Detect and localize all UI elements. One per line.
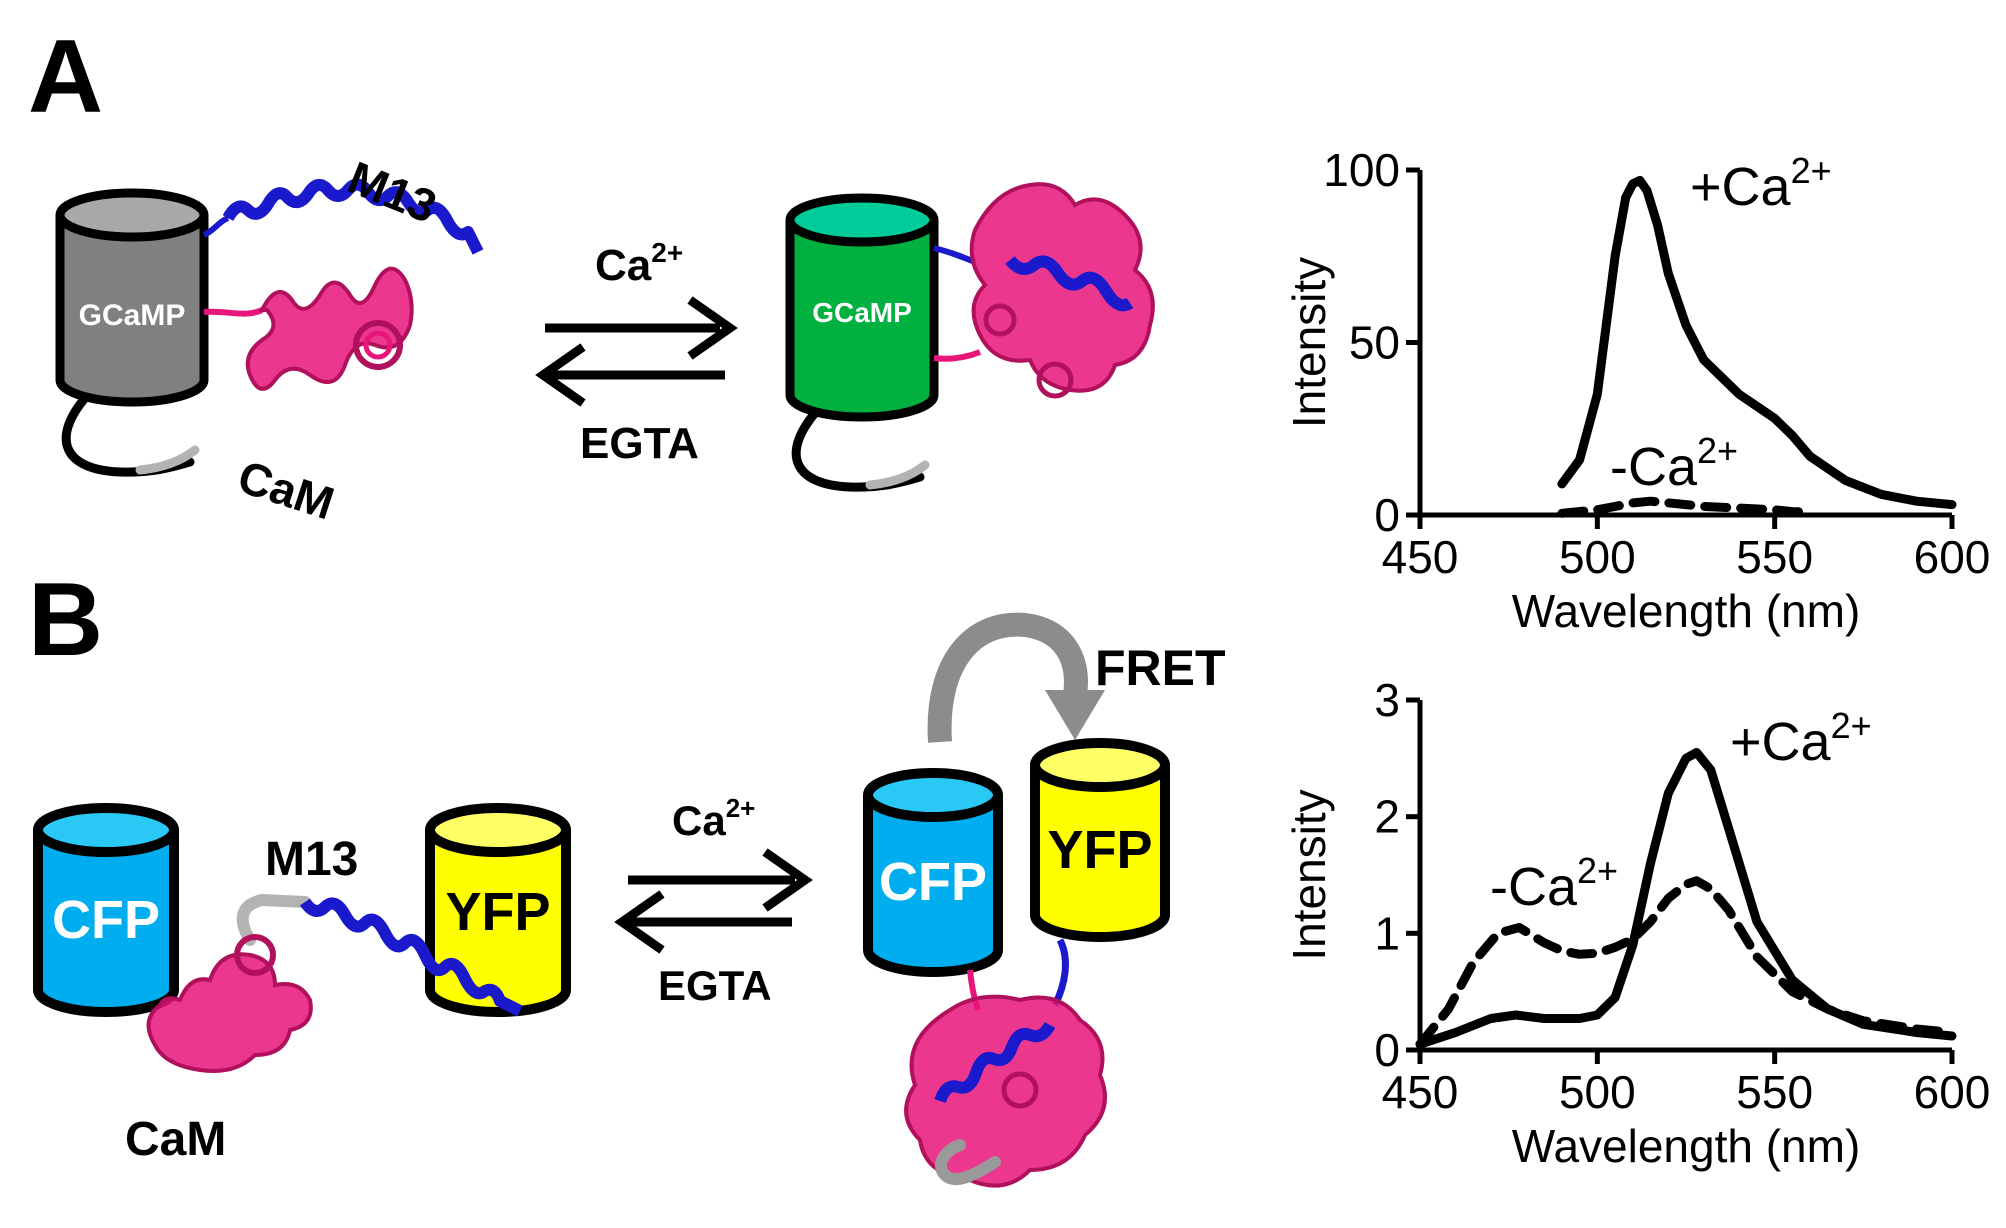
m13-coil (222, 178, 484, 255)
cfp-bound-body (863, 795, 1003, 977)
cam-helix-ring (353, 320, 403, 370)
m13-bound-linker-b (1051, 938, 1069, 1007)
y-tick-label: 0 (1374, 1024, 1400, 1076)
cfp-top (33, 803, 179, 857)
y-tick-label: 100 (1323, 144, 1400, 196)
yfp-bound-body (1030, 765, 1170, 942)
m13-label-b: M13 (265, 833, 358, 886)
gcamp-label-bound: GCaMP (812, 297, 912, 328)
x-axis-label: Wavelength (nm) (1512, 585, 1861, 637)
y-tick-label: 0 (1374, 489, 1400, 541)
series-line-plus-ca (1557, 175, 1957, 510)
gcamp-loop-grey-segment (135, 445, 200, 475)
cam-helix-ring-inner (363, 330, 393, 360)
m13-label-a: M13 (341, 151, 443, 233)
cam-m13-unbound-b: M13 CaM (125, 833, 523, 1166)
grey-linker-b (236, 893, 311, 946)
fret-arrow: FRET (927, 612, 1226, 743)
y-tick-label: 1 (1374, 907, 1400, 959)
x-tick-label: 500 (1559, 1066, 1636, 1118)
x-tick-label: 600 (1914, 1066, 1991, 1118)
gcamp-barrel-body (55, 215, 209, 407)
yfp-barrel-bound: YFP (1030, 738, 1170, 942)
m13-bound-coil-a (1005, 255, 1134, 312)
m13-bound-coil-b (934, 1021, 1056, 1104)
egta-label-a: EGTA (580, 419, 699, 468)
y-axis-label: Intensity (1283, 257, 1335, 428)
x-tick-label: 600 (1914, 531, 1991, 583)
series-line-minus-ca (1415, 876, 1957, 1049)
series-label-plus-ca: +Ca2+ (1730, 705, 1872, 772)
gcamp-label-unbound: GCaMP (79, 299, 186, 332)
fret-arrow-head (1045, 690, 1105, 740)
x-tick-label: 500 (1559, 531, 1636, 583)
cam-label-a: CaM (232, 450, 340, 529)
y-tick-label: 50 (1349, 317, 1400, 369)
cam-ring-b (234, 934, 276, 976)
egta-label-b: EGTA (658, 962, 772, 1009)
equilibrium-arrows-a: Ca2+ EGTA (535, 237, 738, 468)
fret-arrow-arc (927, 612, 1088, 743)
series-line-minus-ca (1557, 496, 1815, 518)
yfp-barrel-unbound: YFP (425, 803, 571, 1017)
series-label-minus-ca: -Ca2+ (1610, 430, 1738, 497)
series-label-minus-ca: -Ca2+ (1490, 850, 1618, 917)
m13-bound-linker (933, 245, 977, 265)
ca-label-b: Ca2+ (672, 793, 755, 844)
cam-protein-unbound: CaM (203, 266, 414, 530)
m13-helix-unbound: M13 (202, 151, 484, 255)
x-axis-label: Wavelength (nm) (1512, 1120, 1861, 1172)
y-tick-label: 3 (1374, 674, 1400, 726)
x-tick-label: 450 (1382, 531, 1459, 583)
gcamp-barrel-unbound: GCaMP (55, 188, 209, 477)
gcamp-barrel-bound: GCaMP (785, 193, 939, 492)
cam-m13-complex-b (904, 938, 1107, 1188)
equilibrium-arrows-b: Ca2+ EGTA (614, 793, 813, 1009)
cam-label-b: CaM (125, 1113, 226, 1166)
grey-linker-bound-b (935, 1139, 1001, 1186)
panel-letter-a: A (28, 19, 103, 135)
yfp-label-unbound: YFP (445, 882, 550, 942)
cam-bound-linker (933, 349, 982, 362)
reverse-arrow-head-b (614, 890, 665, 954)
reverse-arrow-head-a (535, 343, 586, 407)
ca-label-a: Ca2+ (595, 237, 683, 290)
cam-bound-body-a (969, 182, 1155, 393)
cam-body (245, 266, 414, 391)
series-label-plus-ca: +Ca2+ (1690, 150, 1832, 217)
m13-coil-b (300, 897, 523, 1017)
cam-m13-complex-a (933, 182, 1155, 399)
panel-letter-b: B (28, 562, 103, 678)
gcamp-bound-top (785, 193, 939, 247)
cam-bound-ring-a (1036, 361, 1074, 399)
forward-arrow-head-b (762, 848, 813, 912)
cfp-label-bound: CFP (879, 852, 987, 912)
x-tick-label: 450 (1382, 1066, 1459, 1118)
yfp-bound-top (1030, 738, 1170, 792)
x-tick-label: 550 (1736, 1066, 1813, 1118)
cam-linker (203, 307, 264, 317)
cfp-bound-top (863, 768, 1003, 822)
cfp-barrel-bound: CFP (863, 768, 1003, 977)
yfp-top (425, 803, 571, 857)
gcamp-bound-body (785, 220, 939, 422)
cam-bound-ring-b (1001, 1071, 1039, 1109)
m13-linker (202, 215, 230, 238)
gcamp-barrel-top (55, 188, 209, 242)
forward-arrow-head-a (687, 296, 738, 360)
cfp-label-unbound: CFP (52, 890, 160, 950)
yfp-label-bound: YFP (1047, 820, 1152, 880)
fret-label: FRET (1095, 640, 1226, 696)
x-tick-label: 550 (1736, 531, 1813, 583)
cam-bound-ring-a2 (983, 303, 1017, 337)
cfp-barrel-unbound: CFP (33, 803, 179, 1017)
gcamp-bound-loop-grey (865, 460, 930, 490)
y-axis-label: Intensity (1283, 789, 1335, 960)
y-tick-label: 2 (1374, 791, 1400, 843)
